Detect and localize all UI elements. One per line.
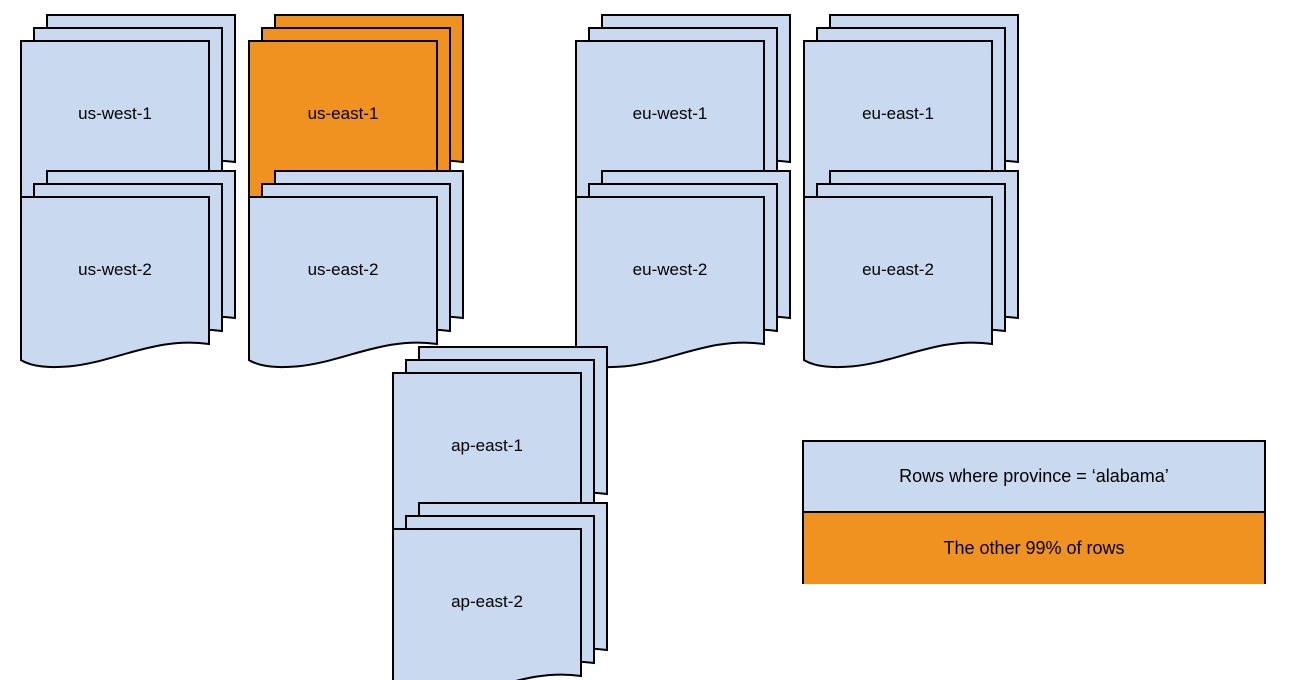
datastore-stack-ap-east-2[interactable]: ap-east-2 <box>392 502 610 680</box>
datastore-sheets-eu-east-1 <box>803 14 1019 213</box>
datastore-stack-eu-west-1[interactable]: eu-west-1 <box>575 14 793 216</box>
datastore-sheets-eu-west-2 <box>575 170 791 369</box>
datastore-sheets-eu-west-1 <box>575 14 791 213</box>
datastore-stack-us-east-2[interactable]: us-east-2 <box>248 170 466 372</box>
datastore-sheets-ap-east-2 <box>392 502 608 680</box>
datastore-stack-eu-east-2[interactable]: eu-east-2 <box>803 170 1021 372</box>
datastore-sheet <box>575 196 765 369</box>
legend: Rows where province = ‘alabama’The other… <box>802 440 1266 584</box>
datastore-sheet <box>20 196 210 369</box>
legend-highlight: The other 99% of rows <box>804 513 1264 584</box>
datastore-sheet <box>392 528 582 680</box>
legend-normal: Rows where province = ‘alabama’ <box>804 442 1264 513</box>
datastore-sheet <box>803 196 993 369</box>
datastore-sheets-us-east-1 <box>248 14 464 213</box>
datastore-sheets-us-west-2 <box>20 170 236 369</box>
datastore-sheets-us-east-2 <box>248 170 464 369</box>
datastore-stack-us-east-1[interactable]: us-east-1 <box>248 14 466 216</box>
datastore-sheets-eu-east-2 <box>803 170 1019 369</box>
datastore-stack-eu-west-2[interactable]: eu-west-2 <box>575 170 793 372</box>
datastore-stack-us-west-2[interactable]: us-west-2 <box>20 170 238 372</box>
datastore-sheet <box>248 196 438 369</box>
